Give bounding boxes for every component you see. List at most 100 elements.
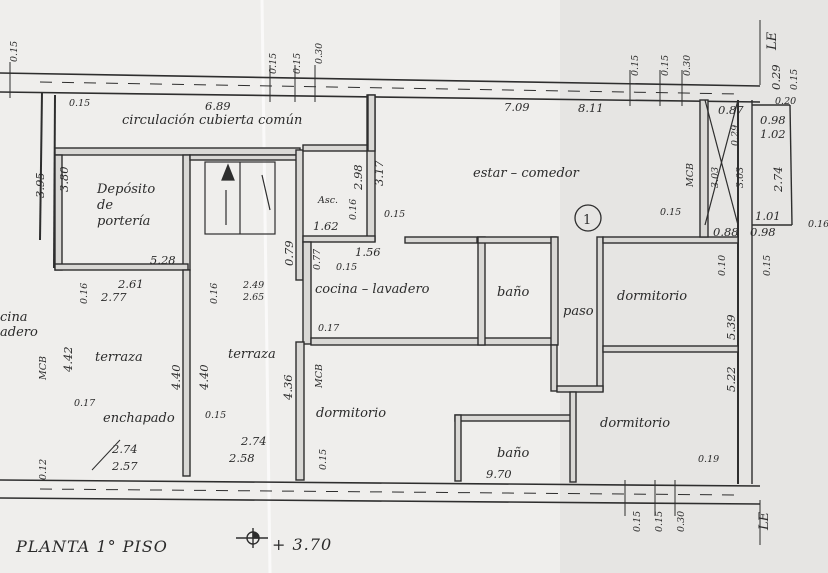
dim-077: 0.77	[312, 248, 323, 270]
dim-015-bot: 0.15	[318, 449, 329, 470]
dim-440b: 4.40	[197, 364, 211, 391]
dim-lot-edge-bottom: LE	[757, 511, 772, 531]
room-dormitorio-2: dormitorio	[316, 406, 386, 421]
label-left-cut-1: cina	[0, 310, 28, 325]
plan-title: PLANTA 1° PISO	[15, 537, 168, 556]
level-marker-icon	[236, 528, 268, 548]
dim-277: 2.77	[100, 290, 127, 304]
dim-102: 1.02	[760, 127, 786, 141]
dim-015-left: 0.15	[69, 98, 90, 109]
dim-top-015-f: 0.15	[789, 69, 800, 90]
dim-274v: 2.74	[771, 166, 785, 193]
dim-top-030-b: 0.30	[682, 55, 693, 76]
room-asc: Asc.	[317, 195, 338, 206]
dim-029b: 0.29	[730, 125, 741, 146]
dim-811: 8.11	[578, 101, 604, 115]
room-deposito-2: de	[97, 198, 113, 213]
room-deposito-3: portería	[97, 214, 150, 229]
dim-689: 6.89	[205, 99, 231, 113]
dim-156: 1.56	[355, 245, 381, 259]
dim-528: 5.28	[150, 253, 176, 267]
dim-top-015-d: 0.15	[630, 55, 641, 76]
dim-303a: 3.03	[710, 167, 721, 188]
dim-709: 7.09	[504, 100, 530, 114]
dim-top-015-c: 0.15	[292, 53, 303, 74]
room-paso: paso	[563, 304, 594, 319]
dim-016-l: 0.16	[79, 283, 90, 304]
dim-ticks	[9, 20, 761, 545]
dim-522: 5.22	[724, 366, 738, 392]
room-bano-2: baño	[497, 446, 529, 461]
dim-bot-030: 0.30	[676, 511, 687, 532]
label-mcb-3: MCB	[314, 364, 325, 389]
dim-015-mid: 0.15	[660, 207, 681, 218]
dim-436: 4.36	[281, 374, 295, 401]
unit-number: 1	[583, 213, 591, 228]
plan-level: + 3.70	[272, 535, 332, 554]
dim-top-030-a: 0.30	[314, 43, 325, 64]
dim-010: 0.10	[717, 255, 728, 276]
dim-440a: 4.40	[169, 364, 183, 391]
dim-303b: 3.03	[735, 167, 746, 188]
room-terraza-2: terraza	[228, 347, 276, 362]
label-left-cut-2: adero	[0, 325, 38, 340]
inner-walls	[54, 94, 739, 483]
label-mcb-2: MCB	[38, 356, 49, 381]
dim-012: 0.12	[38, 459, 49, 480]
room-dormitorio-3: dormitorio	[600, 416, 670, 431]
dim-015-coc: 0.15	[336, 262, 357, 273]
dim-top-015-e: 0.15	[660, 55, 671, 76]
room-labels: circulación cubierta común Depósito de p…	[0, 113, 696, 461]
dimension-labels: 0.15 0.15 0.15 0.30 0.15 0.15 0.30 LE 0.…	[9, 31, 828, 532]
dim-top-029: 0.29	[769, 64, 783, 90]
dim-265: 2.65	[242, 292, 264, 303]
dim-274b: 2.74	[240, 434, 267, 448]
dim-098: 0.98	[760, 113, 786, 127]
label-enchapado: enchapado	[103, 411, 175, 426]
dim-380: 3.80	[57, 166, 71, 192]
label-mcb-1: MCB	[685, 163, 696, 188]
dim-395: 3.95	[33, 172, 47, 198]
dim-162: 1.62	[313, 219, 339, 233]
dim-015-ench: 0.15	[205, 410, 226, 421]
room-circulacion: circulación cubierta común	[122, 113, 302, 128]
dim-298: 2.98	[351, 164, 365, 191]
room-estar: estar – comedor	[473, 166, 580, 181]
dim-top-020: 0.20	[775, 96, 796, 107]
dim-079: 0.79	[282, 240, 296, 266]
dim-top-015-b: 0.15	[268, 53, 279, 74]
dim-098b: 0.98	[750, 225, 776, 239]
unit-circle: 1	[574, 204, 602, 232]
dim-016-far: 0.16	[808, 219, 828, 230]
dim-bot-015-b: 0.15	[654, 511, 665, 532]
dim-442: 4.42	[61, 346, 75, 373]
dim-lot-edge-top: LE	[765, 31, 780, 51]
dim-257: 2.57	[111, 459, 138, 473]
dim-017-a: 0.17	[318, 323, 340, 334]
room-deposito-1: Depósito	[96, 182, 155, 197]
dim-top-015-a: 0.15	[9, 41, 20, 62]
room-dormitorio-1: dormitorio	[617, 289, 687, 304]
room-terraza-1: terraza	[95, 350, 143, 365]
dim-317: 3.17	[372, 160, 386, 186]
dim-970: 9.70	[486, 467, 512, 481]
paper-shade	[560, 0, 828, 573]
stair-and-elevator	[204, 99, 739, 235]
dim-249: 2.49	[242, 280, 264, 291]
dim-015-asc: 0.15	[384, 209, 405, 220]
plan-title-block: PLANTA 1° PISO + 3.70	[15, 535, 332, 556]
dim-261: 2.61	[117, 277, 144, 291]
dim-016-asc: 0.16	[348, 199, 359, 220]
room-bano-1: baño	[497, 285, 529, 300]
dim-016-m: 0.16	[209, 283, 220, 304]
dim-017-b: 0.17	[74, 398, 96, 409]
dim-015-rv: 0.15	[762, 255, 773, 276]
dim-274a: 2.74	[111, 442, 138, 456]
room-cocina: cocina – lavadero	[315, 282, 430, 297]
dim-bot-015-a: 0.15	[632, 511, 643, 532]
dim-087: 0.87	[718, 103, 744, 117]
dim-539: 5.39	[724, 314, 738, 340]
dim-258: 2.58	[228, 451, 255, 465]
dim-088: 0.88	[713, 225, 739, 239]
